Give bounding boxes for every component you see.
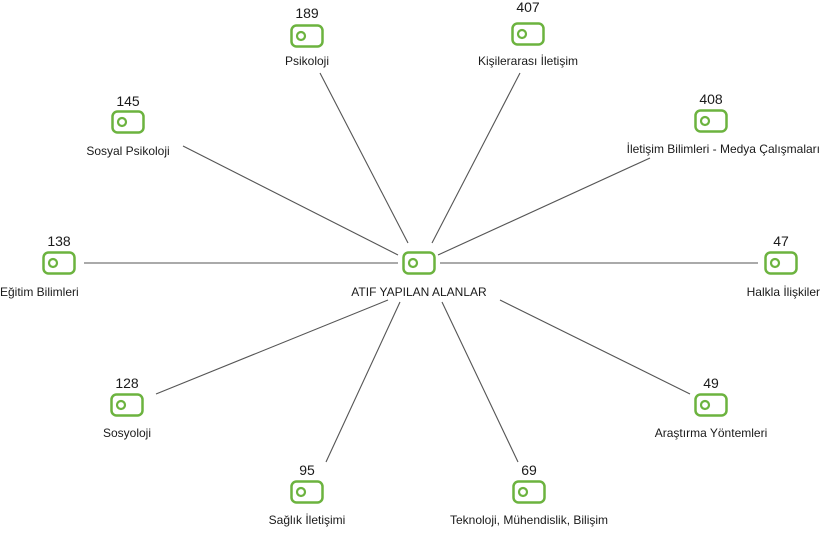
label-psikoloji-text: Psikoloji <box>284 54 330 68</box>
tag-icon-egitim-bilimleri[interactable] <box>42 251 76 275</box>
tag-icon-teknoloji[interactable] <box>512 480 546 504</box>
count-sosyoloji: 128 <box>115 375 139 391</box>
count-iletisim-bilimleri: 408 <box>699 91 723 107</box>
count-halkla-iliskiler: 47 <box>773 233 789 249</box>
edge-teknoloji <box>441 301 519 463</box>
tag-icon-saglik-iletisimi[interactable] <box>290 480 324 504</box>
tag-icon-kisilerarasi[interactable] <box>511 22 545 46</box>
count-sosyal-psikoloji: 145 <box>116 93 140 109</box>
label-iletisim-bilimleri: İletişim Bilimleri - Medya Çalışmaları <box>626 142 820 156</box>
edge-saglik-iletisimi <box>325 301 401 463</box>
count-psikoloji: 189 <box>295 5 319 21</box>
edge-psikoloji <box>319 72 409 244</box>
label-saglik-iletisimi: Sağlık İletişimi <box>268 513 346 527</box>
count-egitim-bilimleri: 138 <box>47 233 71 249</box>
count-arastirma-yontemleri: 49 <box>703 375 719 391</box>
tag-icon-sosyal-psikoloji[interactable] <box>111 110 145 134</box>
count-saglik-iletisimi: 95 <box>299 462 315 478</box>
count-teknoloji: 69 <box>521 462 537 478</box>
tag-icon-psikoloji[interactable] <box>290 24 324 48</box>
count-kisilerarasi: 407 <box>516 0 540 15</box>
edge-sosyoloji <box>155 299 389 395</box>
label-egitim-bilimleri: Eğitim Bilimleri <box>0 285 79 299</box>
edge-iletisim-bilimleri <box>437 157 651 256</box>
label-teknoloji: Teknoloji, Mühendislik, Bilişim <box>449 513 609 527</box>
edge-kisilerarasi <box>431 72 521 244</box>
label-halkla-iliskiler: Halkla İlişkiler <box>746 285 820 299</box>
tag-icon-sosyoloji[interactable] <box>110 393 144 417</box>
edge-sosyal-psikoloji <box>182 145 399 256</box>
edge-arastirma-yontemleri <box>499 299 691 395</box>
tag-icon-halkla-iliskiler[interactable] <box>764 251 798 275</box>
tag-icon-arastirma-yontemleri[interactable] <box>694 393 728 417</box>
label-arastirma-yontemleri: Araştırma Yöntemleri <box>654 426 768 440</box>
tag-icon-iletisim-bilimleri[interactable] <box>694 109 728 133</box>
label-kisilerarasi: Kişilerarası İletişim <box>477 54 579 68</box>
label-sosyoloji: Sosyoloji <box>102 426 152 440</box>
label-sosyal-psikoloji: Sosyal Psikoloji <box>86 144 170 158</box>
center-tag-icon[interactable] <box>402 251 436 275</box>
center-label: ATIF YAPILAN ALANLAR <box>351 285 487 299</box>
